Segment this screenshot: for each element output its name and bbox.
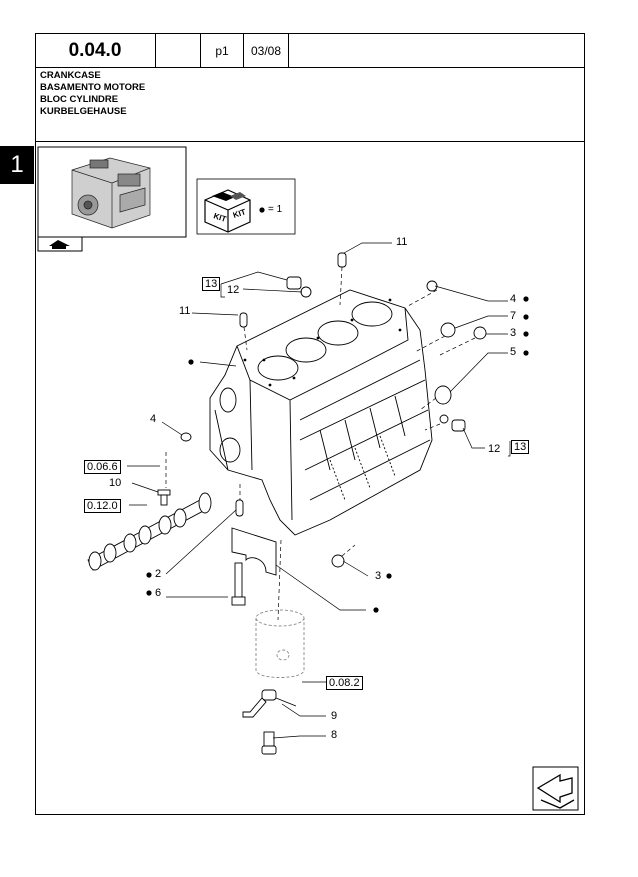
section-tab[interactable]: 1 [0,146,34,184]
section-titles: CRANKCASE BASAMENTO MOTORE BLOC CYLINDRE… [40,70,145,118]
callout-4-right: 4 [510,293,517,305]
page-number: p1 [201,33,244,68]
kit-box-icon [204,189,251,233]
kit-label-1: KIT [232,207,247,220]
next-page-arrow-icon[interactable] [532,766,579,811]
cup-plug-7 [440,322,456,338]
callout-13-left[interactable]: 13 [202,277,221,291]
bush-3 [331,554,345,568]
title-divider [35,141,585,142]
cup-plug-3 [473,326,487,340]
threaded-plug-top [286,276,312,298]
callout-7: 7 [510,310,517,322]
plug-12-right [439,414,466,432]
callout-11-left: 11 [179,305,191,317]
title-en: CRANKCASE [40,70,101,81]
callout-3-bottom: 3 [375,570,382,582]
main-bearing-cap [231,527,277,576]
ref-0082[interactable]: 0.08.2 [326,676,363,690]
leader-lines [127,242,511,739]
callout-5: 5 [510,346,517,358]
callout-3-right: 3 [510,327,517,339]
callout-2: 2 [155,568,162,580]
camshaft [87,492,212,571]
dowel-pin-2 [235,499,244,517]
dowel-pin-left [239,312,248,328]
crankcase-block [209,289,433,536]
bolt-6 [231,562,246,606]
plug-4-left [180,432,192,442]
dowel-pin-top [337,252,347,268]
bolt-8 [261,731,277,755]
back-arrow-icon[interactable] [37,236,83,252]
title-de: KURBELGEHAUSE [40,106,127,117]
kit-equals-text: = 1 [268,204,283,215]
revision-date: 03/08 [244,33,289,68]
oil-nozzle-9 [242,689,297,718]
ref-0120[interactable]: 0.12.0 [84,499,121,513]
title-it: BASAMENTO MOTORE [40,82,146,93]
page-frame [35,33,585,815]
engine-thumbnail-icon[interactable] [37,146,187,238]
callout-8: 8 [331,729,338,741]
cup-plug-4 [426,280,438,292]
callout-12-right: 12 [488,443,501,455]
bolt-10 [157,489,171,506]
piston-reference [255,609,305,678]
callout-11-top: 11 [396,236,408,248]
section-code: 0.04.0 [35,33,156,68]
callout-6: 6 [155,587,162,599]
cup-plug-5 [434,385,452,405]
ref-0066[interactable]: 0.06.6 [84,460,121,474]
dashed-guides [165,266,476,621]
callout-4-left: 4 [150,413,157,425]
callout-9: 9 [331,710,338,722]
header-divider [35,67,585,68]
kit-label-0: KIT [212,211,227,224]
callout-bullets [146,296,529,613]
title-fr: BLOC CYLINDRE [40,94,119,105]
header-empty-cell [156,33,201,68]
callout-10: 10 [109,477,122,489]
bullet-dot-icon [259,207,265,213]
callout-12-left: 12 [227,284,240,296]
callout-13-right[interactable]: 13 [511,440,530,454]
